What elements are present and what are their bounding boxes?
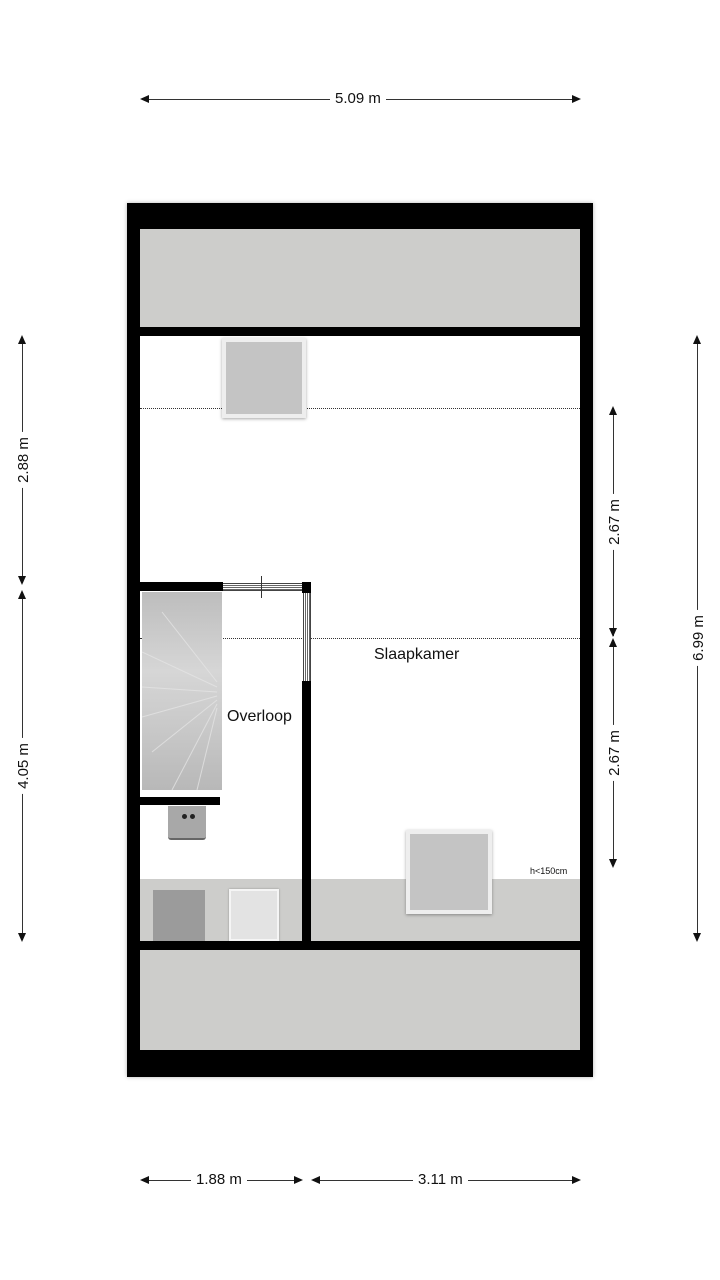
arrow-right-icon — [294, 1176, 303, 1184]
arrow-down-icon — [609, 628, 617, 637]
dimension-label: 2.67 m — [606, 494, 623, 550]
arrow-up-icon — [693, 335, 701, 344]
interior-window — [303, 593, 311, 681]
arrow-left-icon — [140, 1176, 149, 1184]
arrow-down-icon — [609, 859, 617, 868]
low-ceiling-area-bottom — [140, 950, 580, 1050]
arrow-up-icon — [18, 590, 26, 599]
room-label-bedroom: Slaapkamer — [374, 646, 460, 663]
dimension-label: 2.67 m — [606, 725, 623, 781]
arrow-up-icon — [609, 638, 617, 647]
appliance — [153, 890, 205, 941]
arrow-up-icon — [18, 335, 26, 344]
arrow-up-icon — [609, 406, 617, 415]
arrow-right-icon — [572, 95, 581, 103]
dimension-label: 4.05 m — [15, 738, 32, 794]
ceiling-height-line — [140, 408, 580, 409]
interior-wall — [140, 941, 580, 950]
boiler-dot-icon — [182, 814, 187, 819]
interior-wall — [140, 327, 580, 336]
interior-wall — [140, 797, 220, 805]
arrow-right-icon — [572, 1176, 581, 1184]
low-ceiling-area-top — [140, 229, 580, 327]
skylight-window — [406, 830, 492, 914]
ceiling-height-line — [140, 638, 580, 639]
arrow-down-icon — [18, 576, 26, 585]
height-note: h<150cm — [530, 866, 568, 876]
staircase — [142, 592, 222, 790]
arrow-down-icon — [693, 933, 701, 942]
room-label-landing: Overloop — [227, 708, 292, 725]
arrow-down-icon — [18, 933, 26, 942]
dimension-label: 5.09 m — [330, 91, 386, 107]
dimension-label: 6.99 m — [690, 610, 707, 666]
window-mullion — [261, 576, 262, 598]
washing-machine — [229, 889, 279, 941]
dimension-label: 1.88 m — [191, 1172, 247, 1188]
interior-wall — [140, 582, 223, 591]
skylight-window — [222, 338, 306, 418]
interior-wall — [302, 582, 311, 593]
interior-wall — [302, 681, 311, 941]
dimension-label: 2.88 m — [15, 432, 32, 488]
boiler — [168, 806, 206, 840]
arrow-left-icon — [140, 95, 149, 103]
interior-window — [223, 583, 302, 591]
low-ceiling-strip — [140, 879, 580, 941]
arrow-left-icon — [311, 1176, 320, 1184]
dimension-label: 3.11 m — [413, 1172, 468, 1188]
stair-steps-icon — [142, 611, 218, 790]
boiler-dot-icon — [190, 814, 195, 819]
